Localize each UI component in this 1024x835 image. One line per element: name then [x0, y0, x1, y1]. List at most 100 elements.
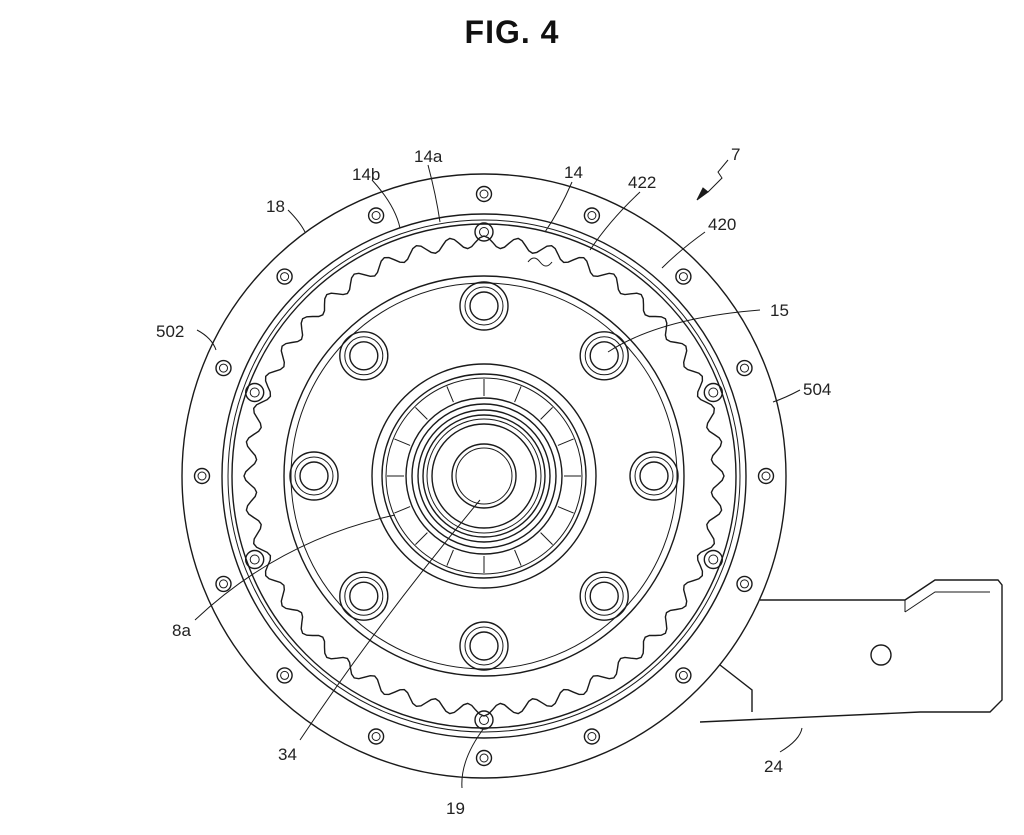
flange-hole-inner [371, 732, 381, 741]
figure-title: FIG. 4 [464, 14, 560, 50]
gear-bolt [474, 710, 494, 730]
flange-hole [583, 728, 601, 745]
flange-hole [583, 207, 601, 224]
carrier-hole-ring [464, 626, 504, 666]
label-24: 24 [764, 757, 783, 776]
hub-slot-line [540, 407, 553, 420]
carrier-hole [459, 281, 509, 331]
carrier-hole-ring [344, 336, 384, 376]
gear-bolt [244, 382, 265, 403]
flange-hole [193, 467, 211, 485]
carrier-hole [289, 451, 339, 501]
carrier-hole-inner [349, 341, 379, 371]
carrier-pin-holes [289, 281, 679, 671]
label-14a: 14a [414, 147, 443, 166]
gear-bolt-inner [708, 554, 719, 565]
carrier-hole-ring [344, 576, 384, 616]
flange-hole-inner [219, 579, 228, 589]
label-422: 422 [628, 173, 656, 192]
flange-hole-inner [197, 471, 207, 481]
flange-hole-inner [740, 363, 749, 373]
flange-hole [736, 359, 753, 377]
carrier-hole-inner [589, 341, 619, 371]
carrier-hole [579, 331, 629, 381]
carrier-hole-inner [589, 581, 619, 611]
label-7: 7 [731, 145, 740, 164]
flange-hole [367, 728, 385, 745]
flange-hole [675, 667, 692, 684]
gear-bolt-inner [249, 554, 260, 565]
flange-hole [675, 268, 692, 285]
carrier-hole-ring [584, 576, 624, 616]
carrier-hole-inner [299, 461, 329, 491]
flange-hole [475, 749, 493, 767]
carrier-hole-inner [639, 461, 669, 491]
gear-bolt-inner [479, 227, 489, 237]
hub-slot-line [514, 386, 522, 403]
gear-bolt [474, 222, 494, 242]
hub-slot-line [514, 549, 522, 566]
hub-slot-line [415, 532, 428, 545]
flange-hole-inner [587, 211, 597, 220]
gear-bolt [703, 382, 723, 403]
hub-spline-slots [387, 379, 581, 573]
hub-slot-line [540, 532, 553, 545]
flange-hole-inner [678, 272, 688, 282]
flange-hole-inner [371, 211, 381, 220]
label-14b: 14b [352, 165, 380, 184]
flange-hole [367, 207, 385, 224]
label-15: 15 [770, 301, 789, 320]
carrier-hole-inner [469, 291, 499, 321]
hub-slot-line [446, 386, 454, 403]
outer-flange [181, 173, 787, 779]
label-18: 18 [266, 197, 285, 216]
hub-slot-line [415, 407, 428, 420]
label-504: 504 [803, 380, 831, 399]
flange-bolt-holes [193, 185, 775, 767]
carrier-hole-ring [294, 456, 334, 496]
flange-hole [736, 575, 753, 593]
flange-hole-inner [740, 579, 749, 589]
flange-hole [276, 268, 293, 285]
gear-bolt-inner [708, 387, 719, 398]
flange-hole-inner [587, 732, 597, 741]
carrier-hole-ring [634, 456, 674, 496]
flange-hole-inner [280, 272, 290, 282]
reference-labels: 7 14b 14a 14 422 18 420 15 502 504 8a 34… [156, 145, 831, 818]
gear-bolt-inner [479, 715, 489, 725]
carrier-disk [283, 275, 685, 677]
carrier-hole [339, 571, 389, 621]
carrier-hole-inner [469, 631, 499, 661]
flange-hole [215, 575, 232, 593]
label-420: 420 [708, 215, 736, 234]
ring-gear-teeth [243, 235, 725, 717]
bracket-arm-24 [699, 579, 1003, 723]
flange-hole-inner [219, 363, 228, 373]
hub-slot-line [394, 506, 411, 514]
central-hub [371, 363, 597, 589]
flange-hole-inner [678, 670, 688, 680]
flange-hole-inner [761, 471, 771, 481]
hub-slot-line [446, 549, 454, 566]
hub-slot-line [394, 438, 411, 446]
carrier-hole-ring [464, 286, 504, 326]
carrier-hole [339, 331, 389, 381]
hub-slot-line [557, 438, 574, 446]
flange-hole [475, 185, 493, 203]
hub-slot-line [557, 506, 574, 514]
gear-bolt [703, 549, 723, 570]
carrier-hole [629, 451, 679, 501]
carrier-hole-inner [349, 581, 379, 611]
label-19: 19 [446, 799, 465, 818]
gear-bolt [244, 549, 265, 570]
carrier-hole-ring [584, 336, 624, 376]
flange-hole [276, 667, 293, 684]
label-14: 14 [564, 163, 583, 182]
ring-gear-bolts [244, 222, 723, 730]
bracket-hole [870, 644, 892, 666]
leader-lines [194, 159, 803, 789]
flange-hole-inner [479, 189, 489, 199]
flange-hole [215, 359, 232, 377]
gear-bolt-inner [249, 387, 260, 398]
